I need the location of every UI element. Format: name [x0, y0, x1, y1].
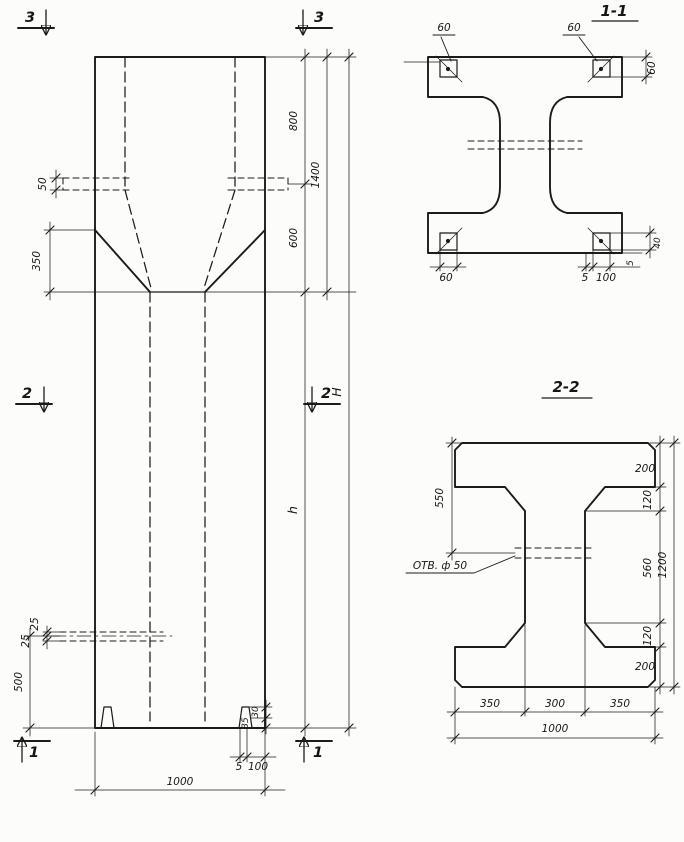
dim-1200-height: 1200	[657, 551, 669, 578]
section-1-1-title: 1-1	[600, 2, 627, 20]
dim-60-right: 60	[646, 61, 658, 75]
dimension-ticks	[435, 52, 655, 272]
dim-60-bottom-left: 60	[439, 272, 453, 284]
extension-lines	[22, 56, 357, 797]
anchor-plates	[435, 55, 615, 255]
anchor-plate-top-right	[592, 59, 611, 78]
dim-1000-width: 1000	[542, 723, 569, 735]
dim-foot-5: 5	[236, 761, 243, 773]
section-marker-1-left: 1	[29, 745, 39, 761]
dim-100-bottom: 100	[596, 272, 616, 284]
section-cut-markers	[13, 9, 341, 763]
dim-60-top-right: 60	[567, 22, 581, 34]
dimension-lines	[446, 435, 675, 739]
section-1-1-outline	[427, 56, 623, 254]
dim-base-500: 500	[13, 672, 25, 692]
dim-5-bottom: 5	[582, 272, 589, 284]
base-notches	[100, 706, 253, 729]
dim-sum-1400: 1400	[310, 161, 322, 188]
dim-350-left: 350	[480, 698, 500, 710]
dimension-ticks	[25, 52, 354, 795]
leaders	[432, 34, 598, 62]
hole-hidden-lines	[467, 140, 583, 150]
dim-40-side: 40	[653, 237, 663, 249]
dim-5-side: 5	[626, 260, 636, 266]
section-2-2-outline	[454, 442, 656, 688]
dim-300-mid: 300	[545, 698, 565, 710]
dim-foot-100: 100	[248, 761, 268, 773]
dim-60-top-left: 60	[437, 22, 451, 34]
dimension-lines	[429, 49, 651, 268]
dim-ledge-50: 50	[37, 177, 49, 191]
section-marker-2-right: 2	[321, 386, 331, 402]
dim-hole-25-lower: 25	[20, 634, 32, 648]
hole-hidden-lines	[514, 547, 596, 559]
section-2-2-view: 2-2 550 ОТВ. ф 50 200 120 560 120 200 12…	[405, 378, 681, 745]
extension-lines	[403, 56, 657, 272]
dim-top-800: 800	[288, 111, 300, 131]
dim-120-lower: 120	[642, 626, 654, 646]
leaders	[405, 555, 516, 574]
section-marker-3-left: 3	[25, 10, 35, 26]
dim-560-web: 560	[642, 558, 654, 578]
column-outline	[94, 56, 266, 729]
dim-550-left: 550	[434, 488, 446, 508]
anchor-stud-dot	[445, 66, 451, 72]
dim-120-upper: 120	[642, 490, 654, 510]
dimension-lines	[29, 48, 350, 791]
dimension-ticks	[447, 438, 679, 743]
anchor-plate-top-left	[439, 59, 458, 78]
section-marker-3-right: 3	[314, 10, 324, 26]
hole-callout-label: ОТВ. ф 50	[413, 560, 468, 572]
section-1-1-view: 1-1 60 60	[403, 2, 663, 284]
taper-edges	[94, 229, 266, 293]
anchor-plate-bottom-right	[592, 232, 611, 251]
main-elevation-view: 3 3 2 2 1 1 50 350 800 600 1400 H h 25 2…	[13, 9, 357, 797]
hidden-contour-lines	[51, 56, 289, 722]
section-2-2-title: 2-2	[552, 378, 579, 396]
dim-notch-35: 35	[241, 717, 251, 729]
dim-mid-600: 600	[288, 228, 300, 248]
dim-notch-30: 30	[251, 706, 261, 718]
dim-350-right: 350	[610, 698, 630, 710]
dim-taper-350: 350	[31, 251, 43, 271]
dim-lower-h: h	[285, 506, 300, 514]
dim-200-bottom: 200	[635, 661, 655, 673]
anchor-plate-bottom-left	[439, 232, 458, 251]
anchor-stud-dot	[445, 238, 451, 244]
dim-200-top: 200	[635, 463, 655, 475]
dim-total-H: H	[329, 387, 344, 397]
plate-diagonals	[435, 55, 615, 255]
section-marker-1-right: 1	[313, 745, 323, 761]
section-marker-2-left: 2	[22, 386, 32, 402]
dim-width-1000: 1000	[167, 776, 194, 788]
dim-hole-25-upper: 25	[29, 617, 41, 631]
